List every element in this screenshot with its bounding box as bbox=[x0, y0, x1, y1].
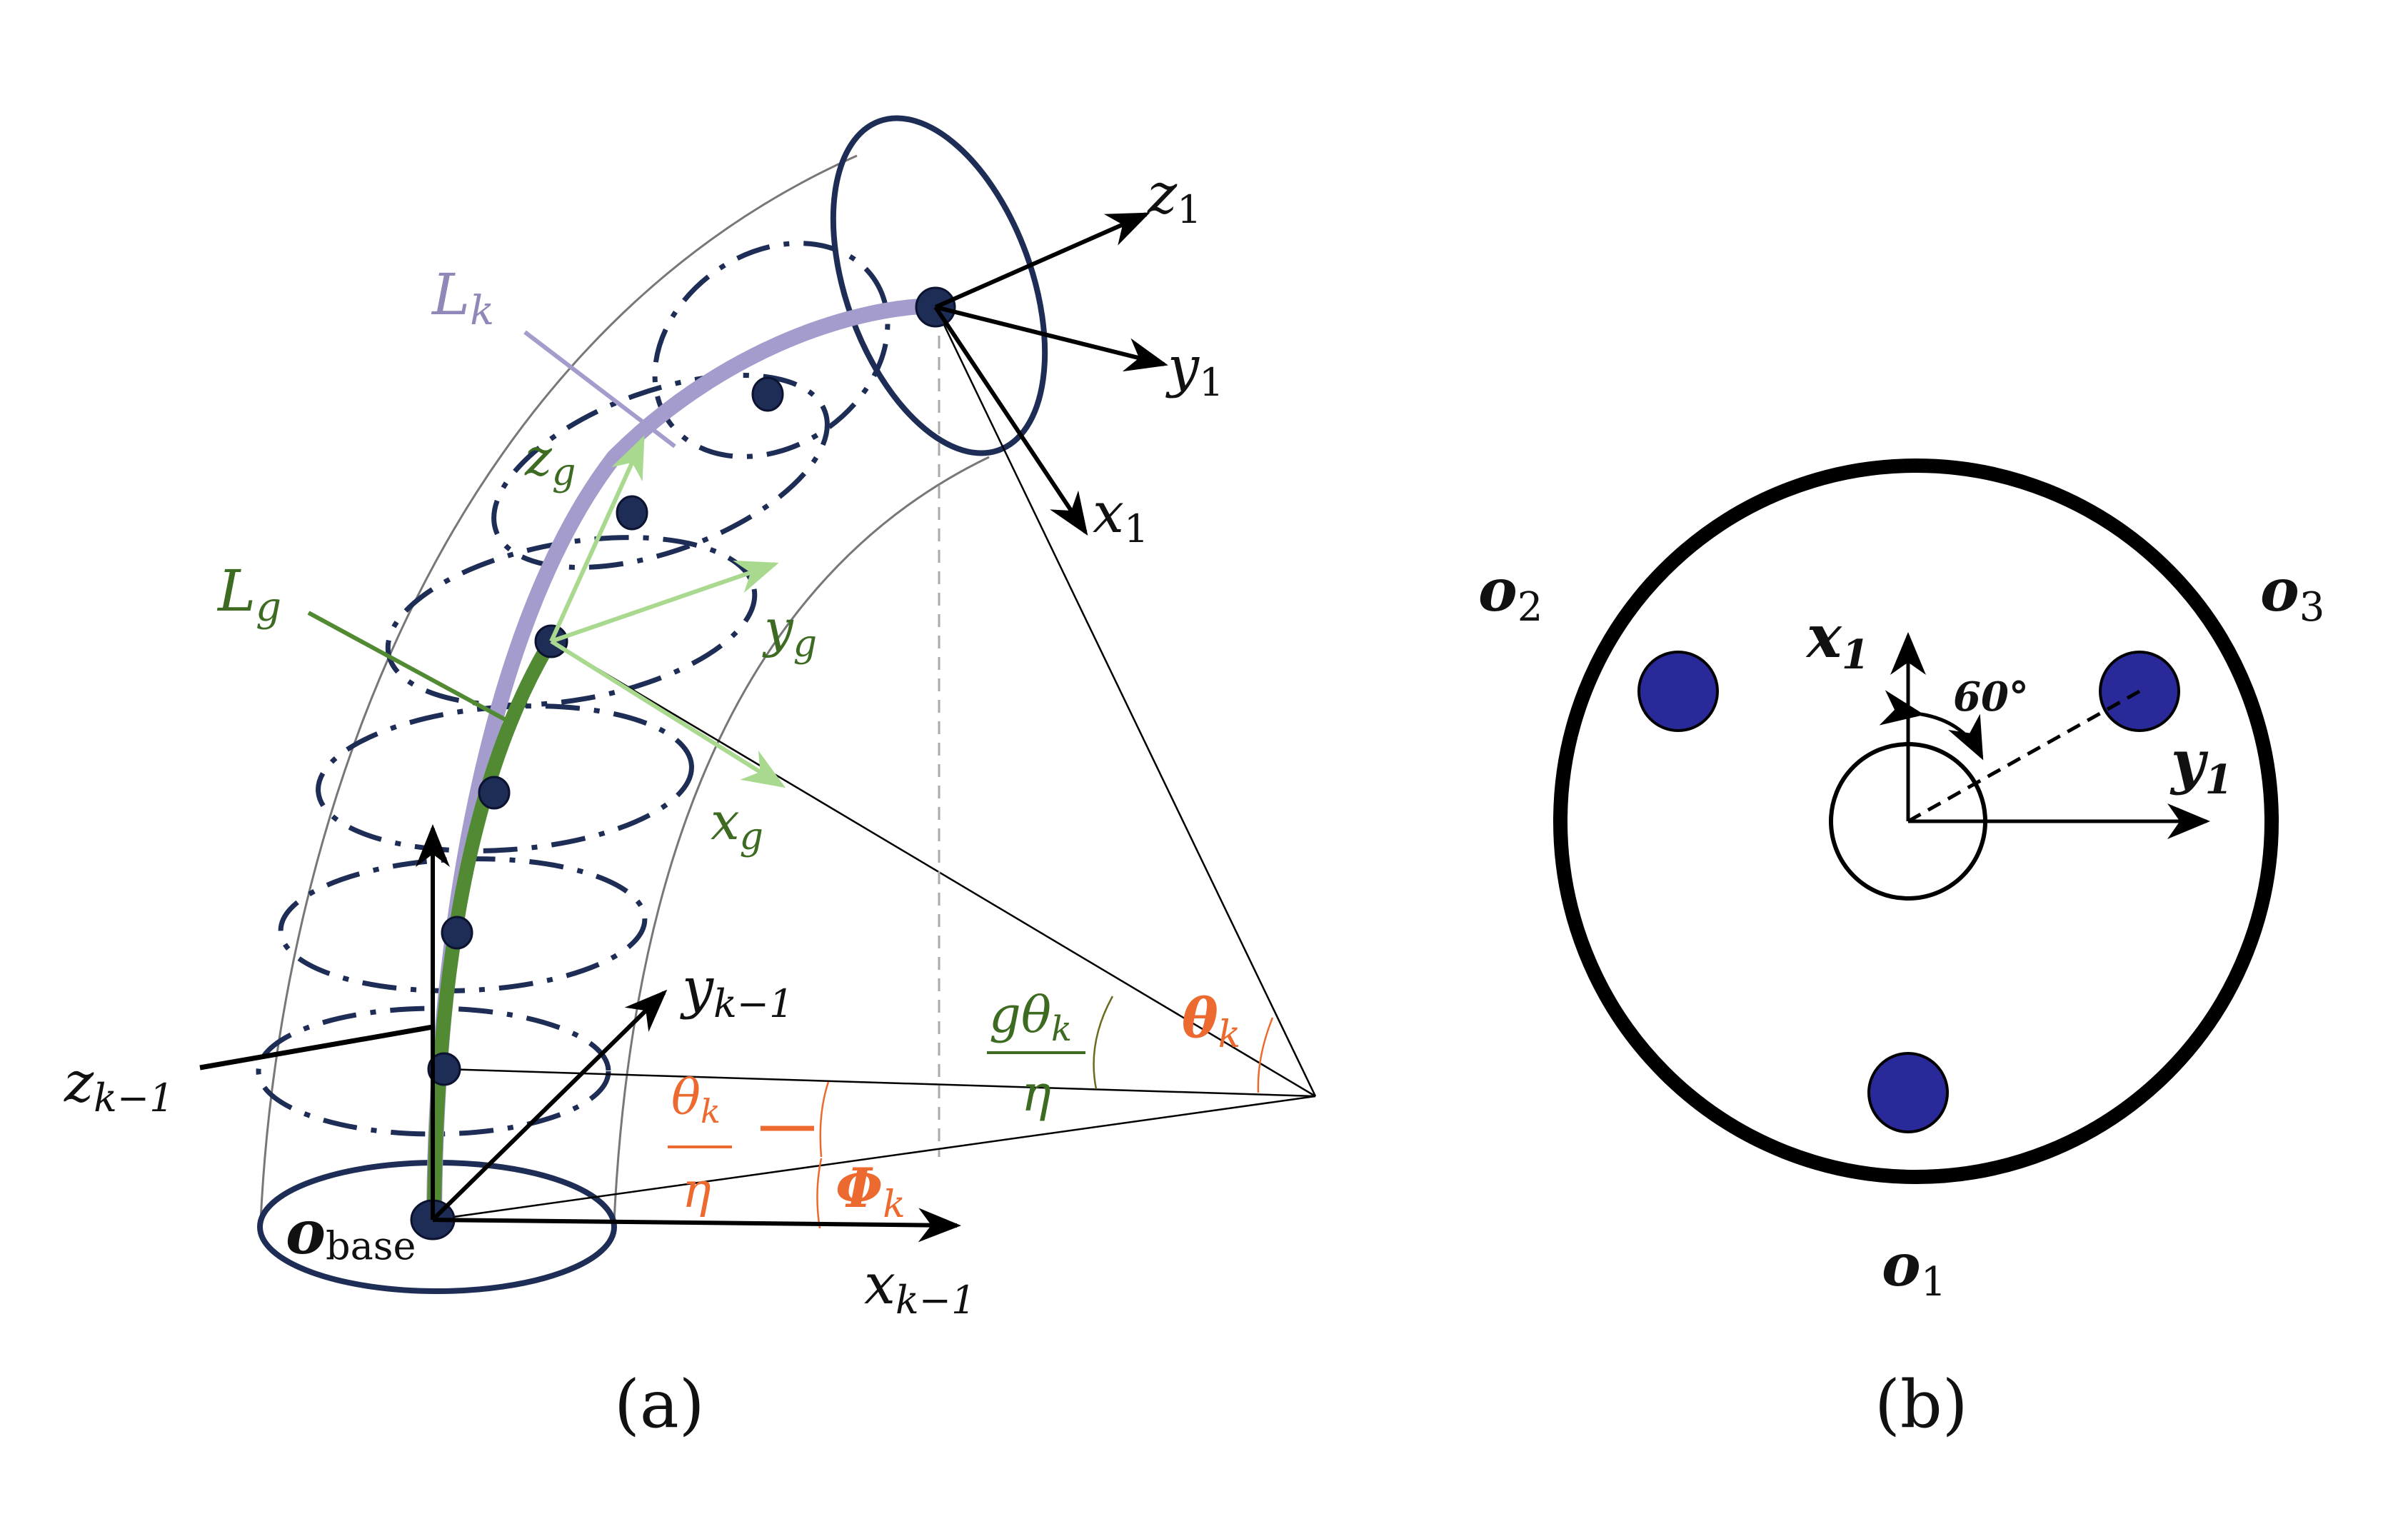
label-Phi-k: Φk bbox=[836, 1156, 905, 1226]
caption-b: (b) bbox=[1875, 1366, 1968, 1443]
svg-text:η: η bbox=[682, 1163, 711, 1219]
tendon-hole-o1 bbox=[1867, 1052, 1949, 1133]
yk1-axis-arrow bbox=[431, 989, 668, 1222]
cross-section-ellipse bbox=[278, 856, 648, 993]
cross-section-ellipse bbox=[491, 372, 830, 571]
line-base-to-center bbox=[432, 1095, 1316, 1221]
yg-axis-arrow bbox=[551, 560, 779, 643]
label-gtheta-over-eta: gθk η bbox=[987, 986, 1085, 1123]
arc-theta-eta bbox=[819, 1081, 830, 1158]
tendon-hole-o2 bbox=[1637, 651, 1719, 732]
label-theta-over-eta: θk η bbox=[668, 1070, 732, 1219]
arc-phi bbox=[816, 1158, 823, 1229]
arc-gtheta bbox=[1093, 996, 1114, 1090]
label-o1: o1 bbox=[1882, 1231, 1946, 1305]
label-z1: z1 bbox=[1147, 162, 1201, 232]
xk1-axis-arrow bbox=[432, 1208, 961, 1243]
xg-axis-arrow bbox=[550, 639, 786, 788]
svg-text:gθk: gθk bbox=[989, 986, 1072, 1049]
line-g-to-center bbox=[551, 640, 1316, 1098]
label-Lg: Lg bbox=[216, 558, 281, 631]
cross-section-ellipse bbox=[652, 241, 891, 459]
label-y1: y1 bbox=[1165, 335, 1223, 405]
node-marker bbox=[478, 776, 511, 810]
label-zk1: zk−1 bbox=[64, 1051, 174, 1121]
label-x1-b: x1 bbox=[1805, 603, 1870, 678]
panel-b: 60° x1 y1 o2 o3 o1 (b) bbox=[1478, 458, 2324, 1443]
g-frame-axes bbox=[549, 435, 786, 788]
label-xk1: xk−1 bbox=[864, 1253, 975, 1323]
line-tip-to-center bbox=[934, 306, 1317, 1097]
zk1-leader-line bbox=[199, 1024, 433, 1071]
cross-section-ellipse bbox=[385, 535, 758, 708]
Lg-leader-line bbox=[307, 611, 510, 723]
z1-axis-arrow bbox=[934, 212, 1150, 309]
panel-a: z1 y1 x1 zg yg xg Lk Lg zk−1 yk−1 xk−1 o… bbox=[64, 115, 1317, 1443]
arc-theta bbox=[1257, 1017, 1274, 1093]
y1-axis-arrow bbox=[935, 305, 1168, 372]
angle-arc-60 bbox=[1879, 690, 1984, 761]
line-node-to-center bbox=[443, 1068, 1316, 1098]
cross-section-ellipse bbox=[256, 1006, 611, 1137]
node-marker bbox=[441, 916, 473, 950]
x1-axis-arrow bbox=[933, 306, 1088, 536]
backbone-g-length bbox=[427, 636, 557, 1225]
Lk-leader-line bbox=[523, 330, 676, 448]
label-yk1: yk−1 bbox=[680, 956, 793, 1026]
label-o2: o2 bbox=[1478, 556, 1542, 631]
node-marker bbox=[616, 495, 648, 531]
outer-disk bbox=[1553, 458, 2279, 1184]
label-zg: zg bbox=[524, 427, 576, 494]
node-marker bbox=[751, 376, 784, 412]
caption-a: (a) bbox=[614, 1366, 705, 1443]
svg-text:θk: θk bbox=[671, 1070, 721, 1131]
label-Lk: Lk bbox=[431, 261, 494, 334]
label-obase: obase bbox=[286, 1197, 416, 1268]
zg-axis-arrow bbox=[549, 435, 645, 643]
node-marker bbox=[427, 1052, 461, 1086]
label-y1-b: y1 bbox=[2169, 728, 2233, 803]
tube-outer-outline bbox=[259, 154, 858, 1222]
base-frame-axes bbox=[416, 824, 961, 1243]
construction-lines bbox=[432, 306, 1317, 1221]
label-o3: o3 bbox=[2260, 556, 2324, 631]
label-x1: x1 bbox=[1093, 481, 1148, 551]
label-angle-60: 60° bbox=[1953, 673, 2029, 721]
tip-frame-axes bbox=[933, 212, 1168, 536]
label-yg: yg bbox=[762, 598, 817, 666]
label-Theta-k: θk bbox=[1182, 986, 1240, 1056]
svg-text:η: η bbox=[1021, 1064, 1051, 1123]
tube-inner-outline bbox=[613, 456, 990, 1222]
label-xg: xg bbox=[711, 791, 763, 858]
